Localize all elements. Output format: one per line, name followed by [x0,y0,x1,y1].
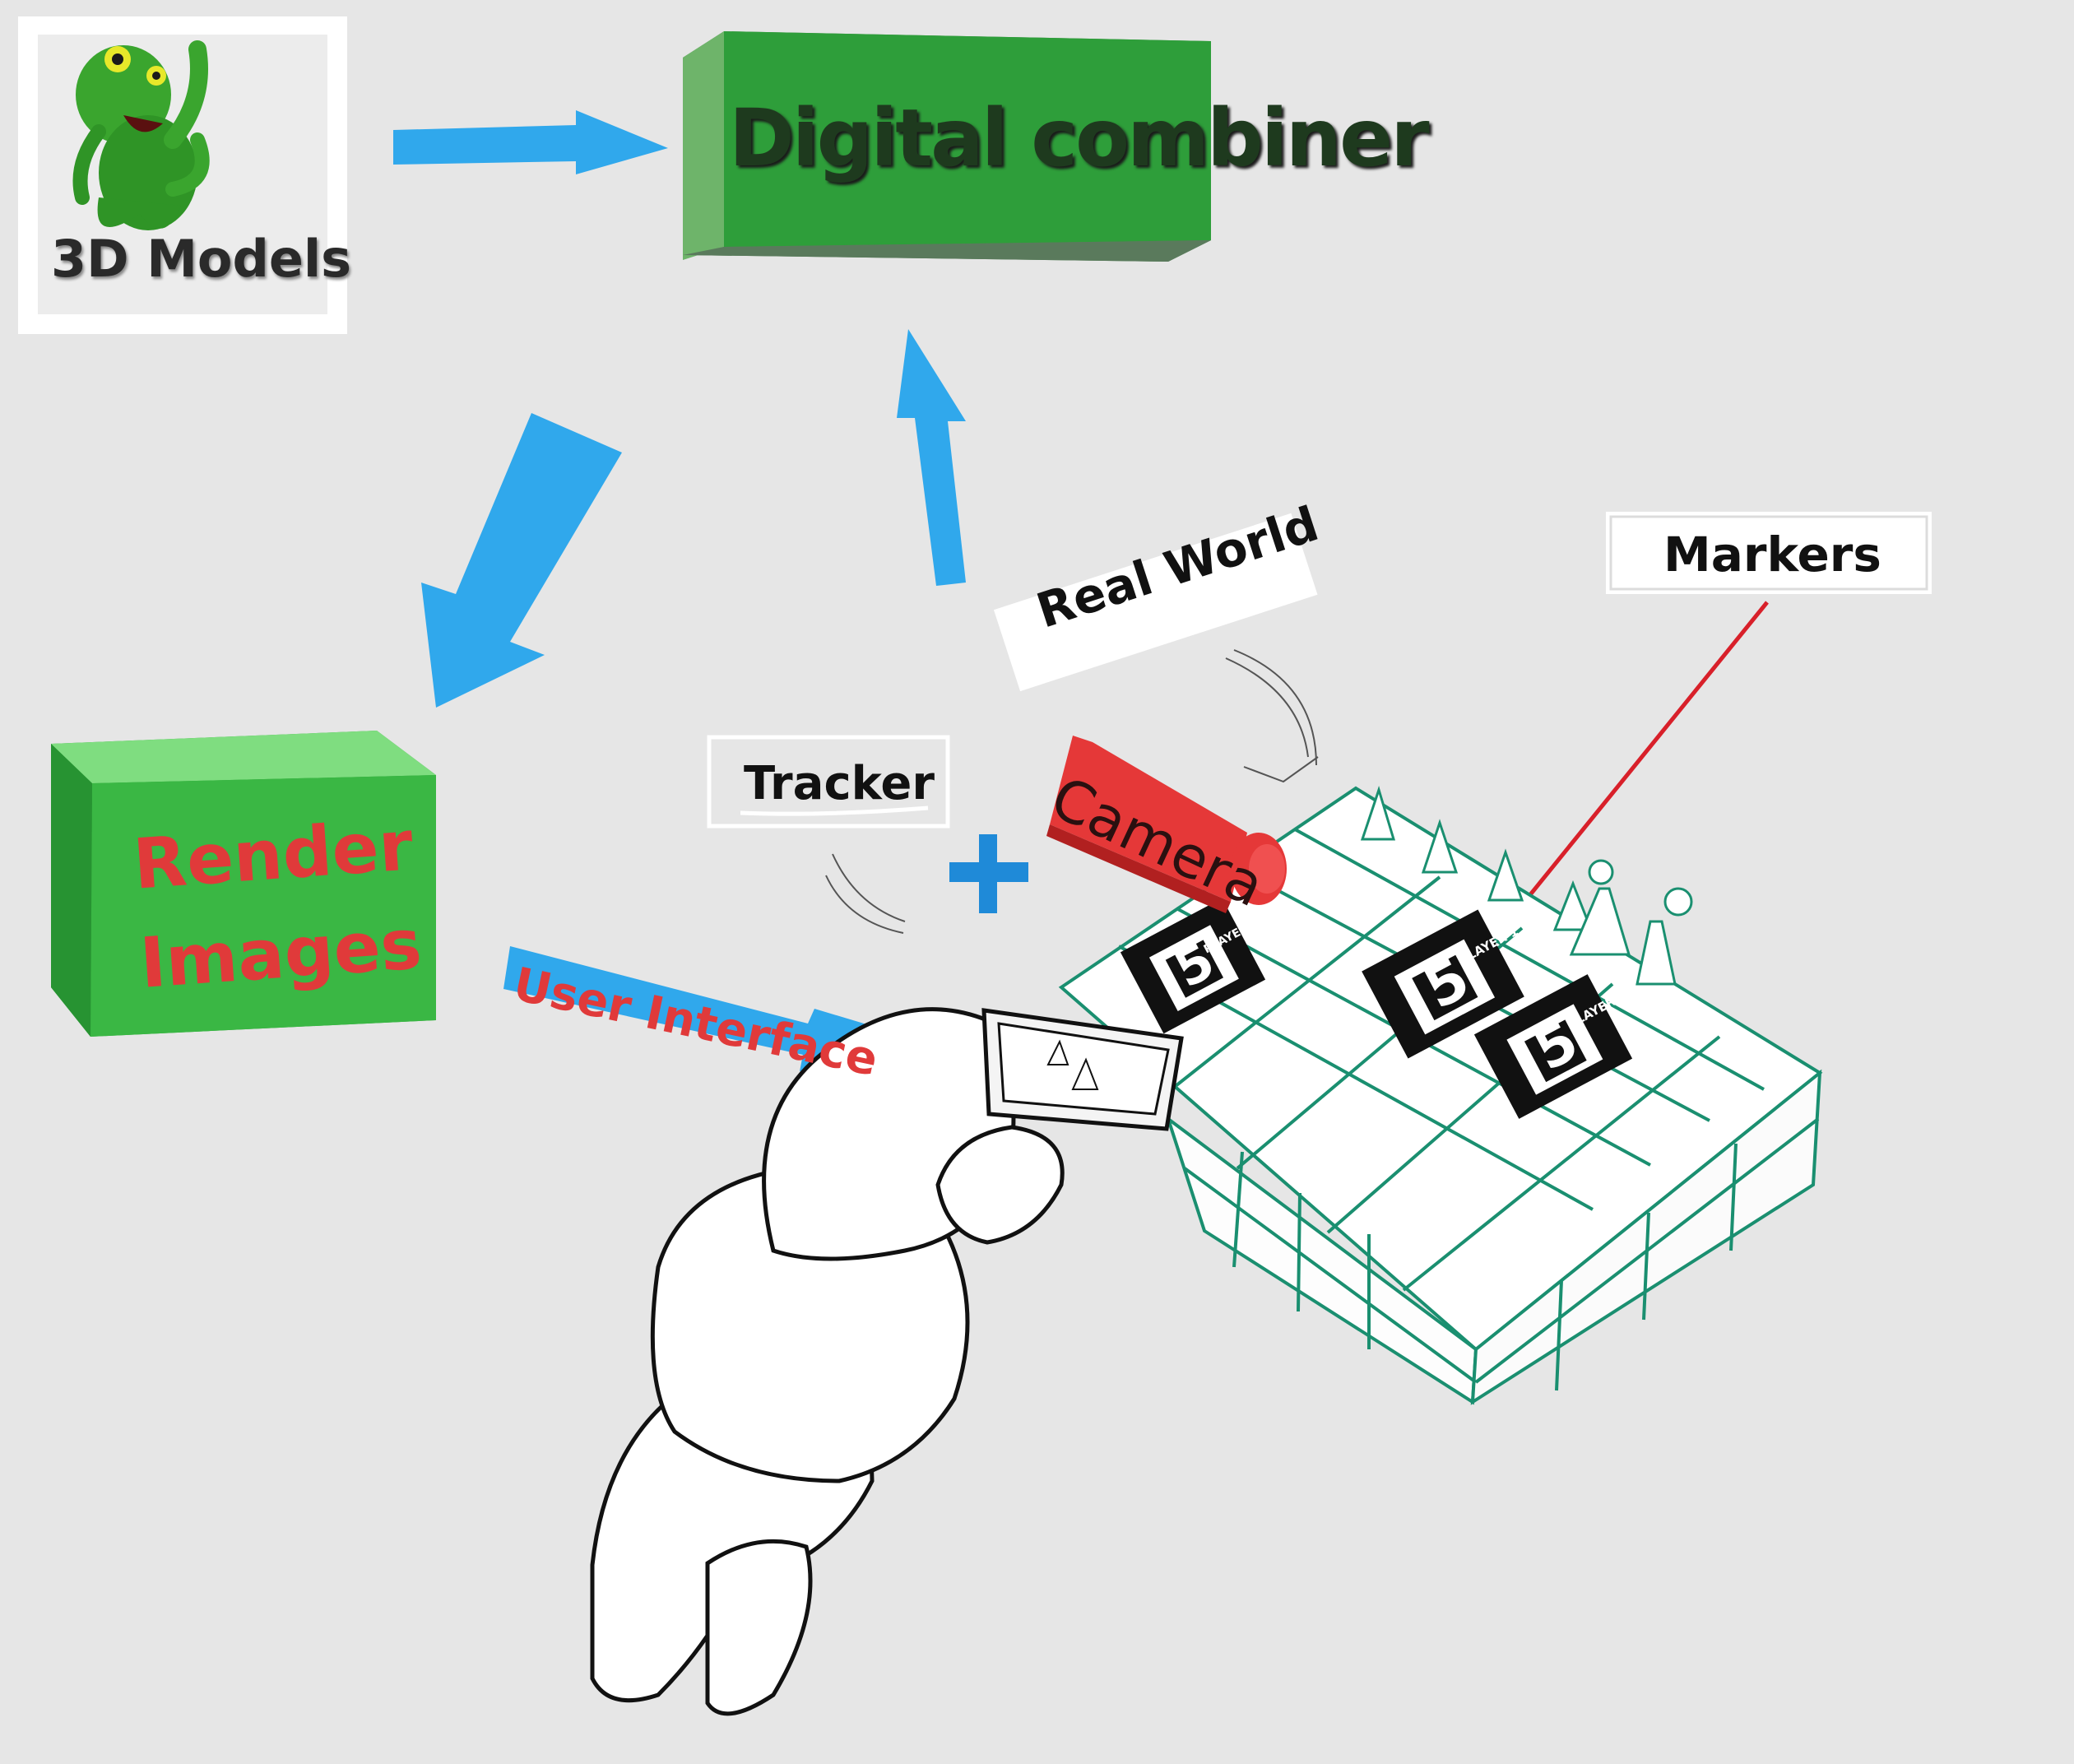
tracker-plus-icon [949,834,1028,913]
arrow-models-to-combiner [393,110,668,174]
arrow-combiner-to-render [421,413,622,708]
combiner-label: Digital combiner [729,92,1430,184]
models-label: 3D Models [51,229,352,289]
marker-card-3 [1473,974,1633,1119]
render-images-box [51,731,436,1037]
marker-card-1 [1120,898,1266,1034]
tracker-frame [707,735,950,829]
motion-lines [825,649,1319,934]
arrow-realworld-to-combiner [897,329,966,586]
board-pieces [1360,786,1693,986]
markers-pointer-line [1506,601,1769,925]
user-figure [590,1007,1184,1716]
camera-icon [1046,736,1287,913]
markers-frame [1606,512,1932,594]
digital-combiner-box [683,31,1211,262]
marker-card-2 [1362,909,1524,1059]
monster-icon [72,40,210,230]
user-interface-arrow [503,946,946,1071]
real-world-frame [993,513,1318,692]
markers-label: Markers [1663,527,1881,583]
game-board [1058,786,1823,1405]
tracker-label: Tracker [744,757,935,810]
